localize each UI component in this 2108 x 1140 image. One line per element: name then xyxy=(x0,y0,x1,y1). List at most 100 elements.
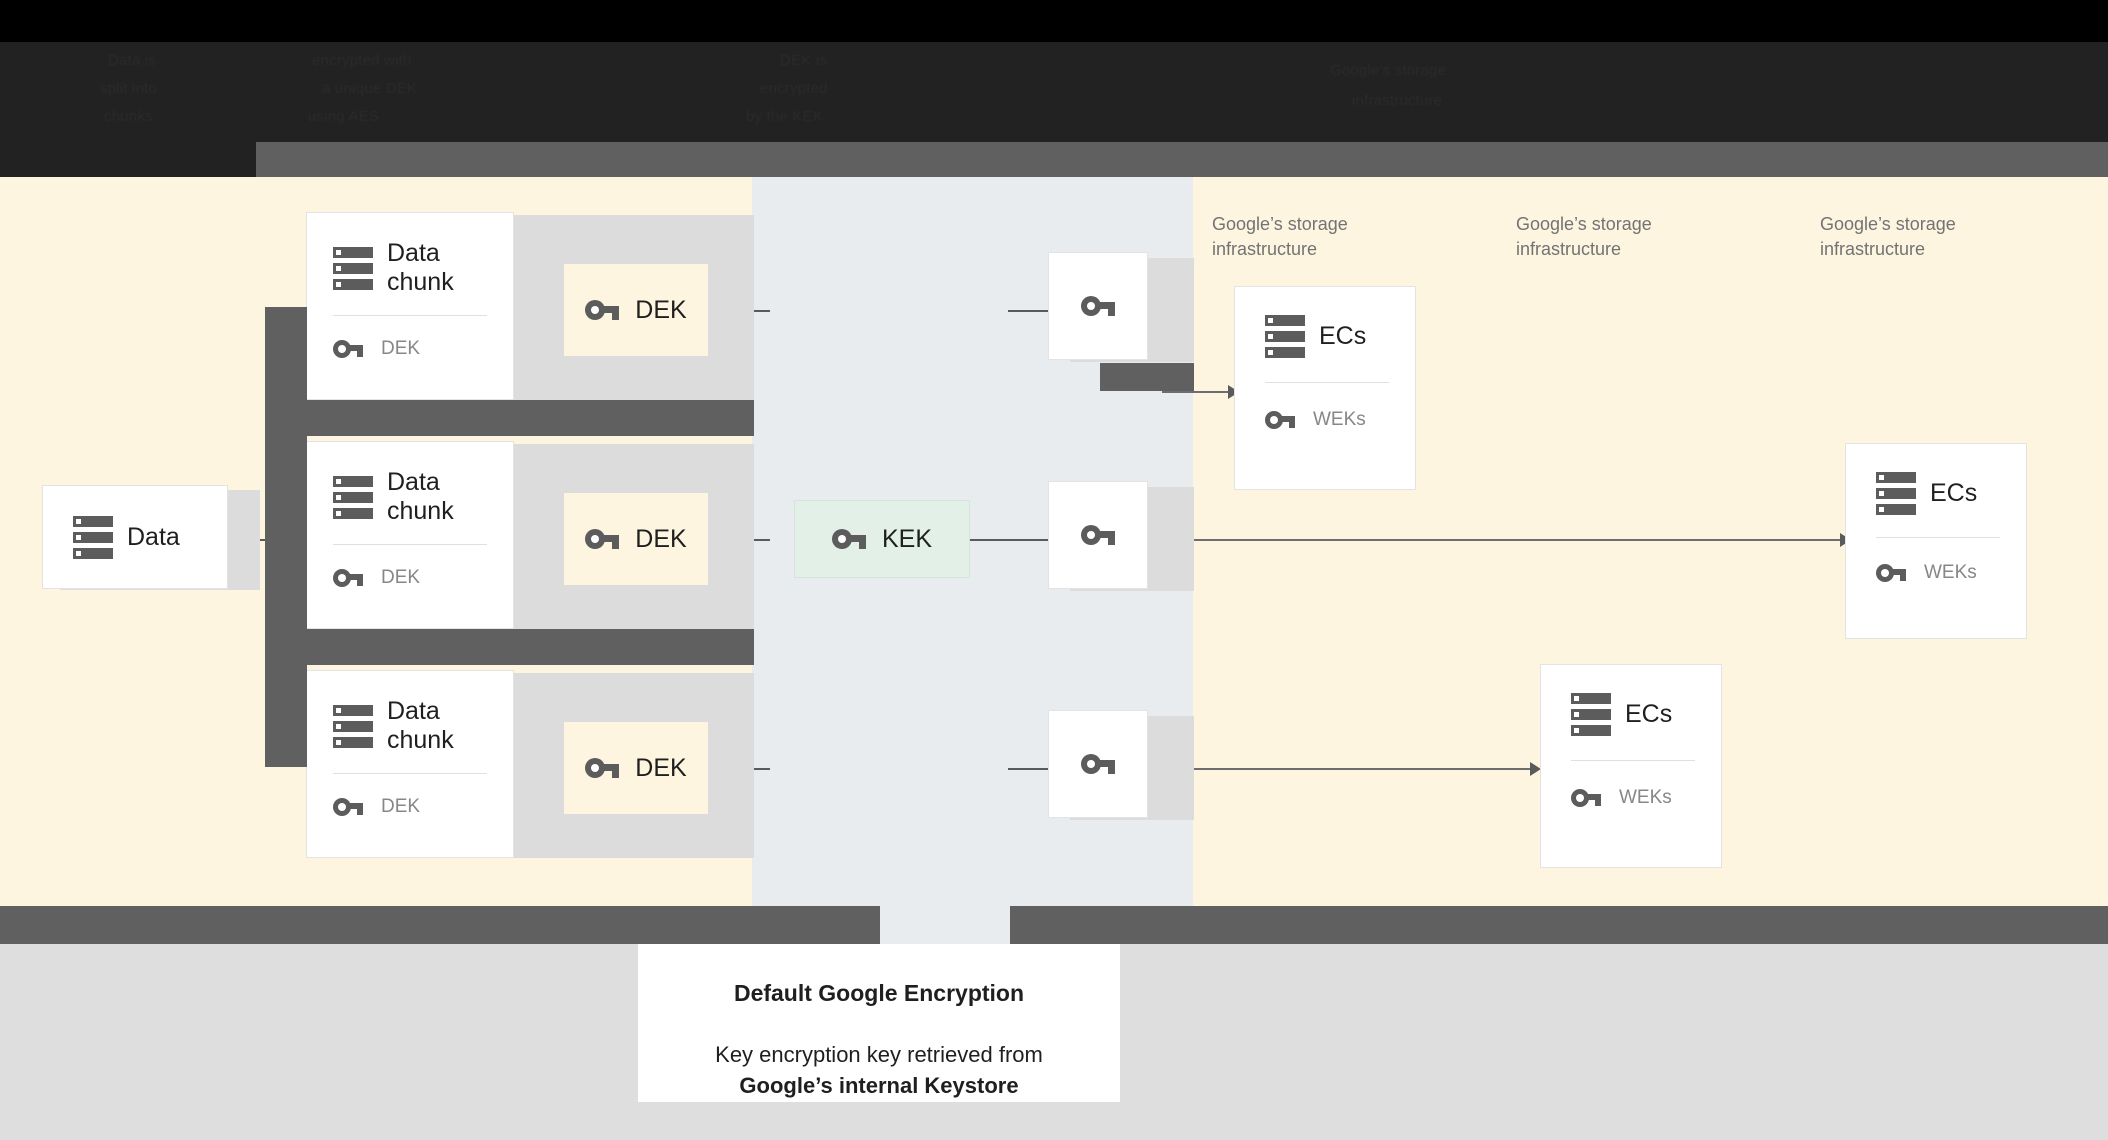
connector-kek-to-wek2 xyxy=(968,539,1048,541)
node-kek[interactable]: KEK xyxy=(794,500,970,578)
key-icon xyxy=(1265,410,1295,430)
connector-wek1-to-ecs1 xyxy=(1162,391,1230,393)
ecs2-title: ECs xyxy=(1625,700,1673,728)
header-legend-line-3: DEK is xyxy=(780,52,828,69)
node-wrapped-key-1[interactable] xyxy=(1048,252,1148,360)
server-stack-icon xyxy=(1876,472,1916,515)
key-icon xyxy=(1571,788,1601,808)
node-data[interactable]: Data xyxy=(42,485,228,589)
ecs1-divider xyxy=(1265,382,1389,383)
infra-label-1: Google’s storage infrastructure xyxy=(1212,212,1412,262)
header-legend-line-9: chunks xyxy=(104,108,153,125)
key-icon xyxy=(1081,753,1115,775)
header-legend-line-7: encrypted xyxy=(760,80,828,97)
server-stack-icon xyxy=(1265,315,1305,358)
ecs3-title: ECs xyxy=(1930,479,1978,507)
infra-label-1-l1: Google’s storage xyxy=(1212,214,1348,234)
infra-label-2-l1: Google’s storage xyxy=(1516,214,1652,234)
infra-label-2: Google’s storage infrastructure xyxy=(1516,212,1716,262)
ecs3-head: ECs xyxy=(1876,472,2026,515)
occlusion-bracket-arm-top xyxy=(307,400,754,436)
infra-label-3-l1: Google’s storage xyxy=(1820,214,1956,234)
node-dek-1[interactable]: DEK xyxy=(564,264,708,356)
key-icon xyxy=(333,568,363,588)
key-icon xyxy=(585,528,620,550)
top-black-band xyxy=(0,0,2108,42)
node-ecs-1[interactable]: ECs WEKs xyxy=(1234,286,1416,490)
header-shadow-block xyxy=(0,142,256,177)
key-icon xyxy=(1081,295,1115,317)
dek-1-label: DEK xyxy=(635,295,687,324)
chunk3-divider xyxy=(333,773,487,774)
key-icon xyxy=(831,528,866,550)
chunk3-sub-row: DEK xyxy=(333,796,491,818)
server-stack-icon xyxy=(73,515,113,559)
data-card-title: Data xyxy=(127,522,180,551)
ecs2-head: ECs xyxy=(1571,693,1721,736)
key-icon xyxy=(1081,524,1115,546)
arrowhead-ecs1 xyxy=(1228,385,1239,399)
server-stack-icon xyxy=(333,246,373,290)
arrowhead-ecs2 xyxy=(1530,762,1541,776)
dek-2-label: DEK xyxy=(635,524,687,553)
server-stack-icon xyxy=(1571,693,1611,736)
footer-caption-card: Default Google Encryption Key encryption… xyxy=(638,944,1120,1102)
header-dark-band xyxy=(0,42,2108,142)
header-legend-line-1: Data is xyxy=(108,52,157,69)
ecs2-divider xyxy=(1571,760,1695,761)
ecs3-divider xyxy=(1876,537,2000,538)
infra-label-3-l2: infrastructure xyxy=(1820,238,1926,259)
node-dek-2[interactable]: DEK xyxy=(564,493,708,585)
node-ecs-2[interactable]: ECs WEKs xyxy=(1540,664,1722,868)
connector-wek3-in xyxy=(1008,768,1048,770)
chunk1-sub-row: DEK xyxy=(333,338,491,360)
key-icon xyxy=(585,757,620,779)
chunk1-sub: DEK xyxy=(381,338,421,359)
ecs2-sub-row: WEKs xyxy=(1571,787,1721,809)
connector-wek2-to-ecs3 xyxy=(1162,539,1842,541)
header-legend-line-8: infrastructure xyxy=(1352,92,1443,109)
header-legend-line-6: a unique DEK xyxy=(322,80,417,97)
caption-body: Key encryption key retrieved from Google… xyxy=(638,1039,1120,1101)
ecs1-sub-row: WEKs xyxy=(1265,409,1415,431)
connector-wek3-to-ecs2 xyxy=(1162,768,1532,770)
key-icon xyxy=(333,797,363,817)
top-gray-divider xyxy=(0,142,2108,177)
header-legend-line-2: encrypted with xyxy=(312,52,412,69)
bottom-gray-divider xyxy=(0,906,2108,944)
caption-line-2: Google’s internal Keystore xyxy=(739,1073,1019,1099)
key-management-zone-tail xyxy=(880,906,1010,944)
dek-3-label: DEK xyxy=(635,753,687,782)
chunk2-divider xyxy=(333,544,487,545)
header-legend-line-11: by the KEK xyxy=(746,108,824,125)
node-wrapped-key-3[interactable] xyxy=(1048,710,1148,818)
header-legend-line-4: Google's storage xyxy=(1330,62,1447,79)
ecs3-sub-row: WEKs xyxy=(1876,562,2026,584)
node-ecs-3[interactable]: ECs WEKs xyxy=(1845,443,2027,639)
chunk1-divider xyxy=(333,315,487,316)
ecs1-head: ECs xyxy=(1265,315,1415,358)
key-icon xyxy=(333,339,363,359)
data-card-row: Data xyxy=(73,515,180,559)
header-legend-line-5: split into xyxy=(100,80,158,97)
key-icon xyxy=(1876,563,1906,583)
infra-label-2-l2: infrastructure xyxy=(1516,238,1622,259)
key-icon xyxy=(585,299,620,321)
server-stack-icon xyxy=(333,704,373,748)
server-stack-icon xyxy=(333,475,373,519)
chunk2-sub: DEK xyxy=(381,567,421,588)
occlusion-bracket-nub xyxy=(1100,363,1194,391)
node-wrapped-key-2[interactable] xyxy=(1048,481,1148,589)
ecs2-sub: WEKs xyxy=(1619,787,1672,808)
node-dek-3[interactable]: DEK xyxy=(564,722,708,814)
header-legend-line-10: using AES xyxy=(308,108,380,125)
infra-label-3: Google’s storage infrastructure xyxy=(1820,212,2020,262)
